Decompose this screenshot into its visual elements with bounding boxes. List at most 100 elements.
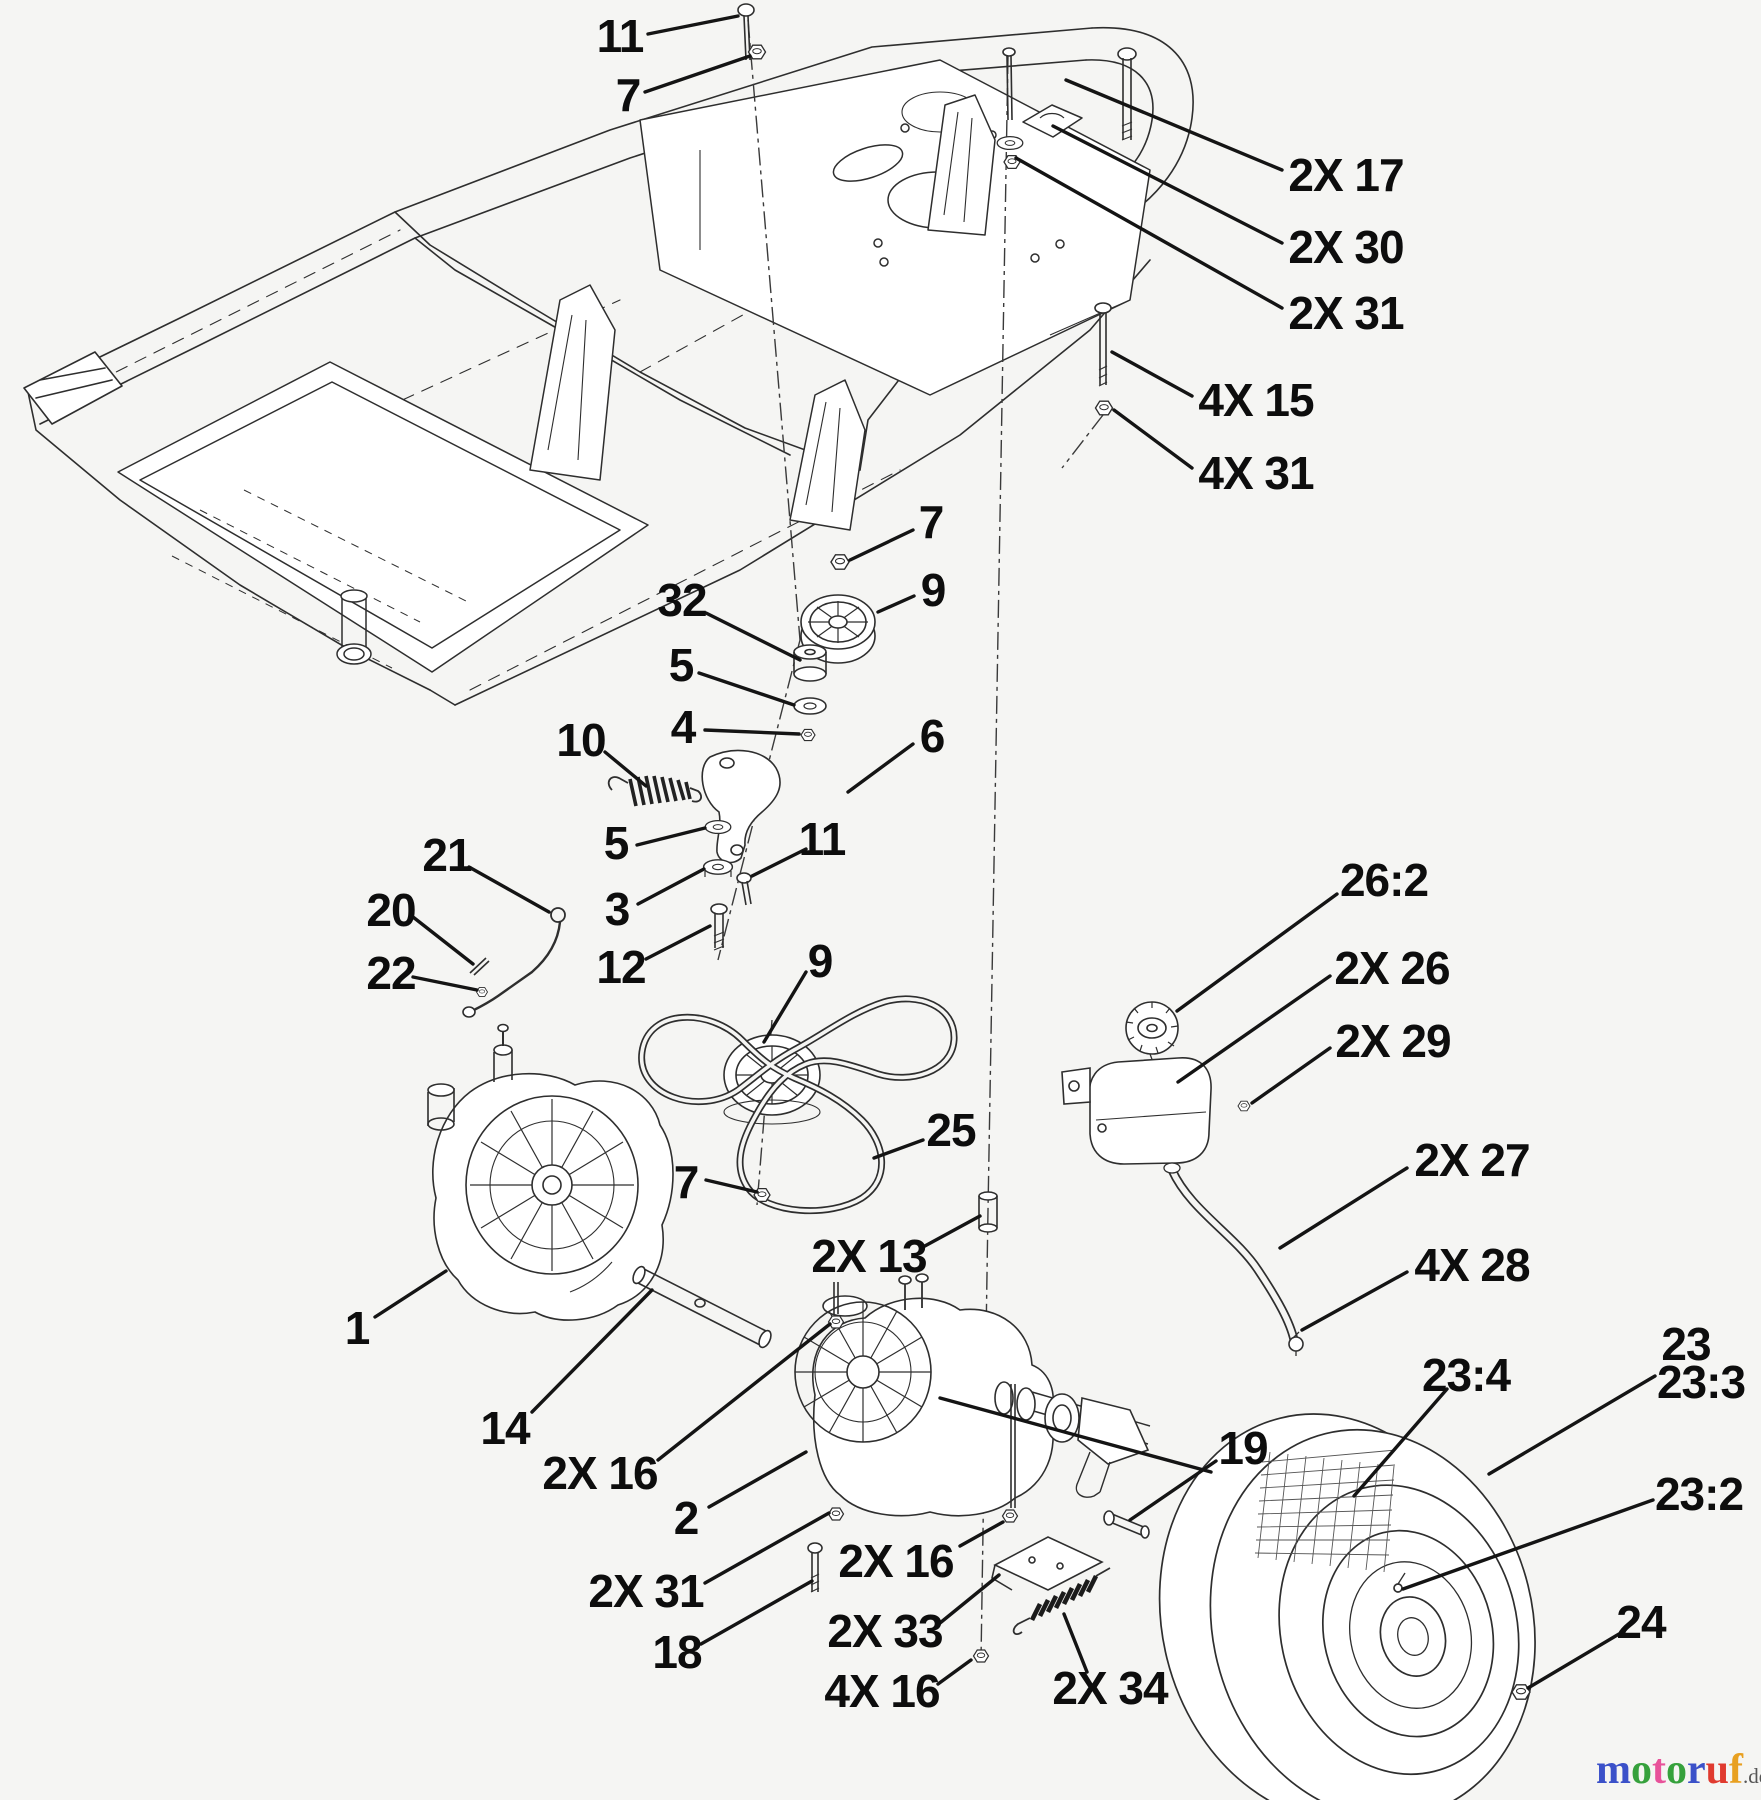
extension-spring (607, 775, 703, 807)
watermark-letter: r (1687, 1747, 1706, 1793)
callout-22: 22 (366, 947, 416, 999)
deck-support-brackets (529, 94, 1083, 531)
callout-25: 25 (926, 1104, 976, 1156)
callout-11-mid: 11 (798, 813, 847, 865)
leader-19 (938, 1396, 1213, 1474)
callout-9-top: 9 (920, 564, 947, 616)
callout-14: 14 (480, 1402, 530, 1454)
leader-10 (603, 750, 648, 788)
callout-2x13: 2X 13 (811, 1230, 927, 1282)
leader-2x16-right (958, 1520, 1005, 1548)
callout-12: 12 (596, 941, 646, 993)
watermark-logo: motoruf.de (1596, 1748, 1761, 1798)
callout-2x29: 2X 29 (1335, 1015, 1451, 1067)
callout-20: 20 (366, 884, 416, 936)
callout-18: 18 (652, 1626, 702, 1678)
leader-21 (467, 865, 551, 914)
watermark-letter: m (1596, 1747, 1631, 1793)
leader-12 (644, 924, 712, 961)
callout-2: 2 (673, 1492, 700, 1544)
callout-2x26: 2X 26 (1334, 942, 1450, 994)
callout-23: 23 (1661, 1318, 1711, 1370)
leader-11-top (646, 14, 740, 36)
leader-9-top (876, 594, 916, 614)
leader-2x27 (1278, 1166, 1409, 1250)
tire-tread-patch (1254, 1449, 1397, 1573)
callout-6: 6 (919, 710, 946, 762)
callout-2x33: 2X 33 (827, 1605, 943, 1657)
leader-6 (846, 742, 915, 794)
leader-2x17 (1064, 78, 1284, 172)
right-transaxle (794, 1273, 1151, 1517)
callout-32: 32 (657, 574, 707, 626)
engine-deck-plate (639, 59, 1151, 396)
leader-5-upper (697, 671, 796, 707)
mount-bolts-bottom (807, 1282, 1150, 1663)
leader-2x31-top (1014, 156, 1284, 310)
callout-23-3: 23:3 (1656, 1356, 1746, 1408)
leader-26-2 (1175, 892, 1339, 1013)
brake-linkage-rod (462, 907, 566, 1018)
callout-4x28: 4X 28 (1414, 1239, 1530, 1291)
callout-4x16: 4X 16 (824, 1665, 940, 1717)
leader-4x15 (1110, 350, 1194, 398)
leader-14 (530, 1288, 654, 1414)
callout-21: 21 (422, 829, 472, 881)
callout-2x16-left: 2X 16 (542, 1447, 658, 1499)
callout-5-upper: 5 (668, 639, 695, 691)
callout-2x30: 2X 30 (1288, 221, 1404, 273)
callout-2x16-right: 2X 16 (838, 1535, 954, 1587)
callout-2x31-lower: 2X 31 (588, 1565, 704, 1617)
left-transaxle (427, 1023, 674, 1321)
drive-belt (638, 995, 958, 1215)
callout-19: 19 (1218, 1422, 1268, 1474)
callout-4x31: 4X 31 (1198, 447, 1314, 499)
callout-10: 10 (556, 714, 606, 766)
callout-9-lower: 9 (807, 935, 834, 987)
callout-7-mid: 7 (918, 496, 945, 548)
clip-and-nut (469, 957, 490, 997)
watermark-letter: o (1631, 1747, 1652, 1793)
leader-2 (707, 1450, 808, 1509)
leader-32 (704, 611, 802, 662)
leader-2x34 (1062, 1612, 1089, 1674)
callout-11-top: 11 (596, 10, 645, 62)
callout-5-lower: 5 (603, 817, 630, 869)
leader-9-lower (762, 970, 808, 1044)
leader-4x28 (1300, 1270, 1409, 1332)
leader-24 (1526, 1632, 1621, 1690)
rear-wheel (1158, 1413, 1536, 1800)
watermark-letter: o (1666, 1747, 1687, 1793)
leader-4x31 (1112, 408, 1194, 470)
leader-2x16-left (656, 1322, 832, 1462)
leader-23-3 (1487, 1374, 1657, 1476)
leader-4x16 (936, 1658, 973, 1686)
watermark-letter: t (1652, 1747, 1666, 1793)
leader-7-lower (704, 1178, 759, 1194)
leader-23-4 (1352, 1387, 1449, 1498)
callout-7-lower: 7 (673, 1156, 700, 1208)
leader-25 (872, 1138, 925, 1160)
leader-2x29 (1250, 1046, 1332, 1105)
callout-2x27: 2X 27 (1414, 1134, 1530, 1186)
leader-5-lower (635, 826, 707, 847)
callout-4x15: 4X 15 (1198, 374, 1314, 426)
callout-2x31-top: 2X 31 (1288, 287, 1404, 339)
leader-23-2 (1401, 1498, 1655, 1591)
callout-7-top: 7 (615, 69, 642, 121)
idler-pulley-stack (701, 554, 876, 951)
callout-leader-lines (373, 14, 1657, 1690)
leader-18 (699, 1579, 814, 1646)
watermark-letter: f (1729, 1747, 1744, 1793)
leader-2x30 (1051, 124, 1284, 245)
watermark-letter: u (1705, 1747, 1730, 1793)
leader-2x13 (921, 1214, 982, 1249)
leader-20 (411, 915, 475, 966)
floor-pan (117, 361, 649, 673)
callout-26-2: 26:2 (1339, 854, 1429, 906)
leader-11-mid (750, 847, 808, 878)
watermark-suffix: .de (1743, 1764, 1761, 1788)
leader-2x31-lower (703, 1511, 831, 1585)
callout-23-2: 23:2 (1654, 1468, 1744, 1520)
